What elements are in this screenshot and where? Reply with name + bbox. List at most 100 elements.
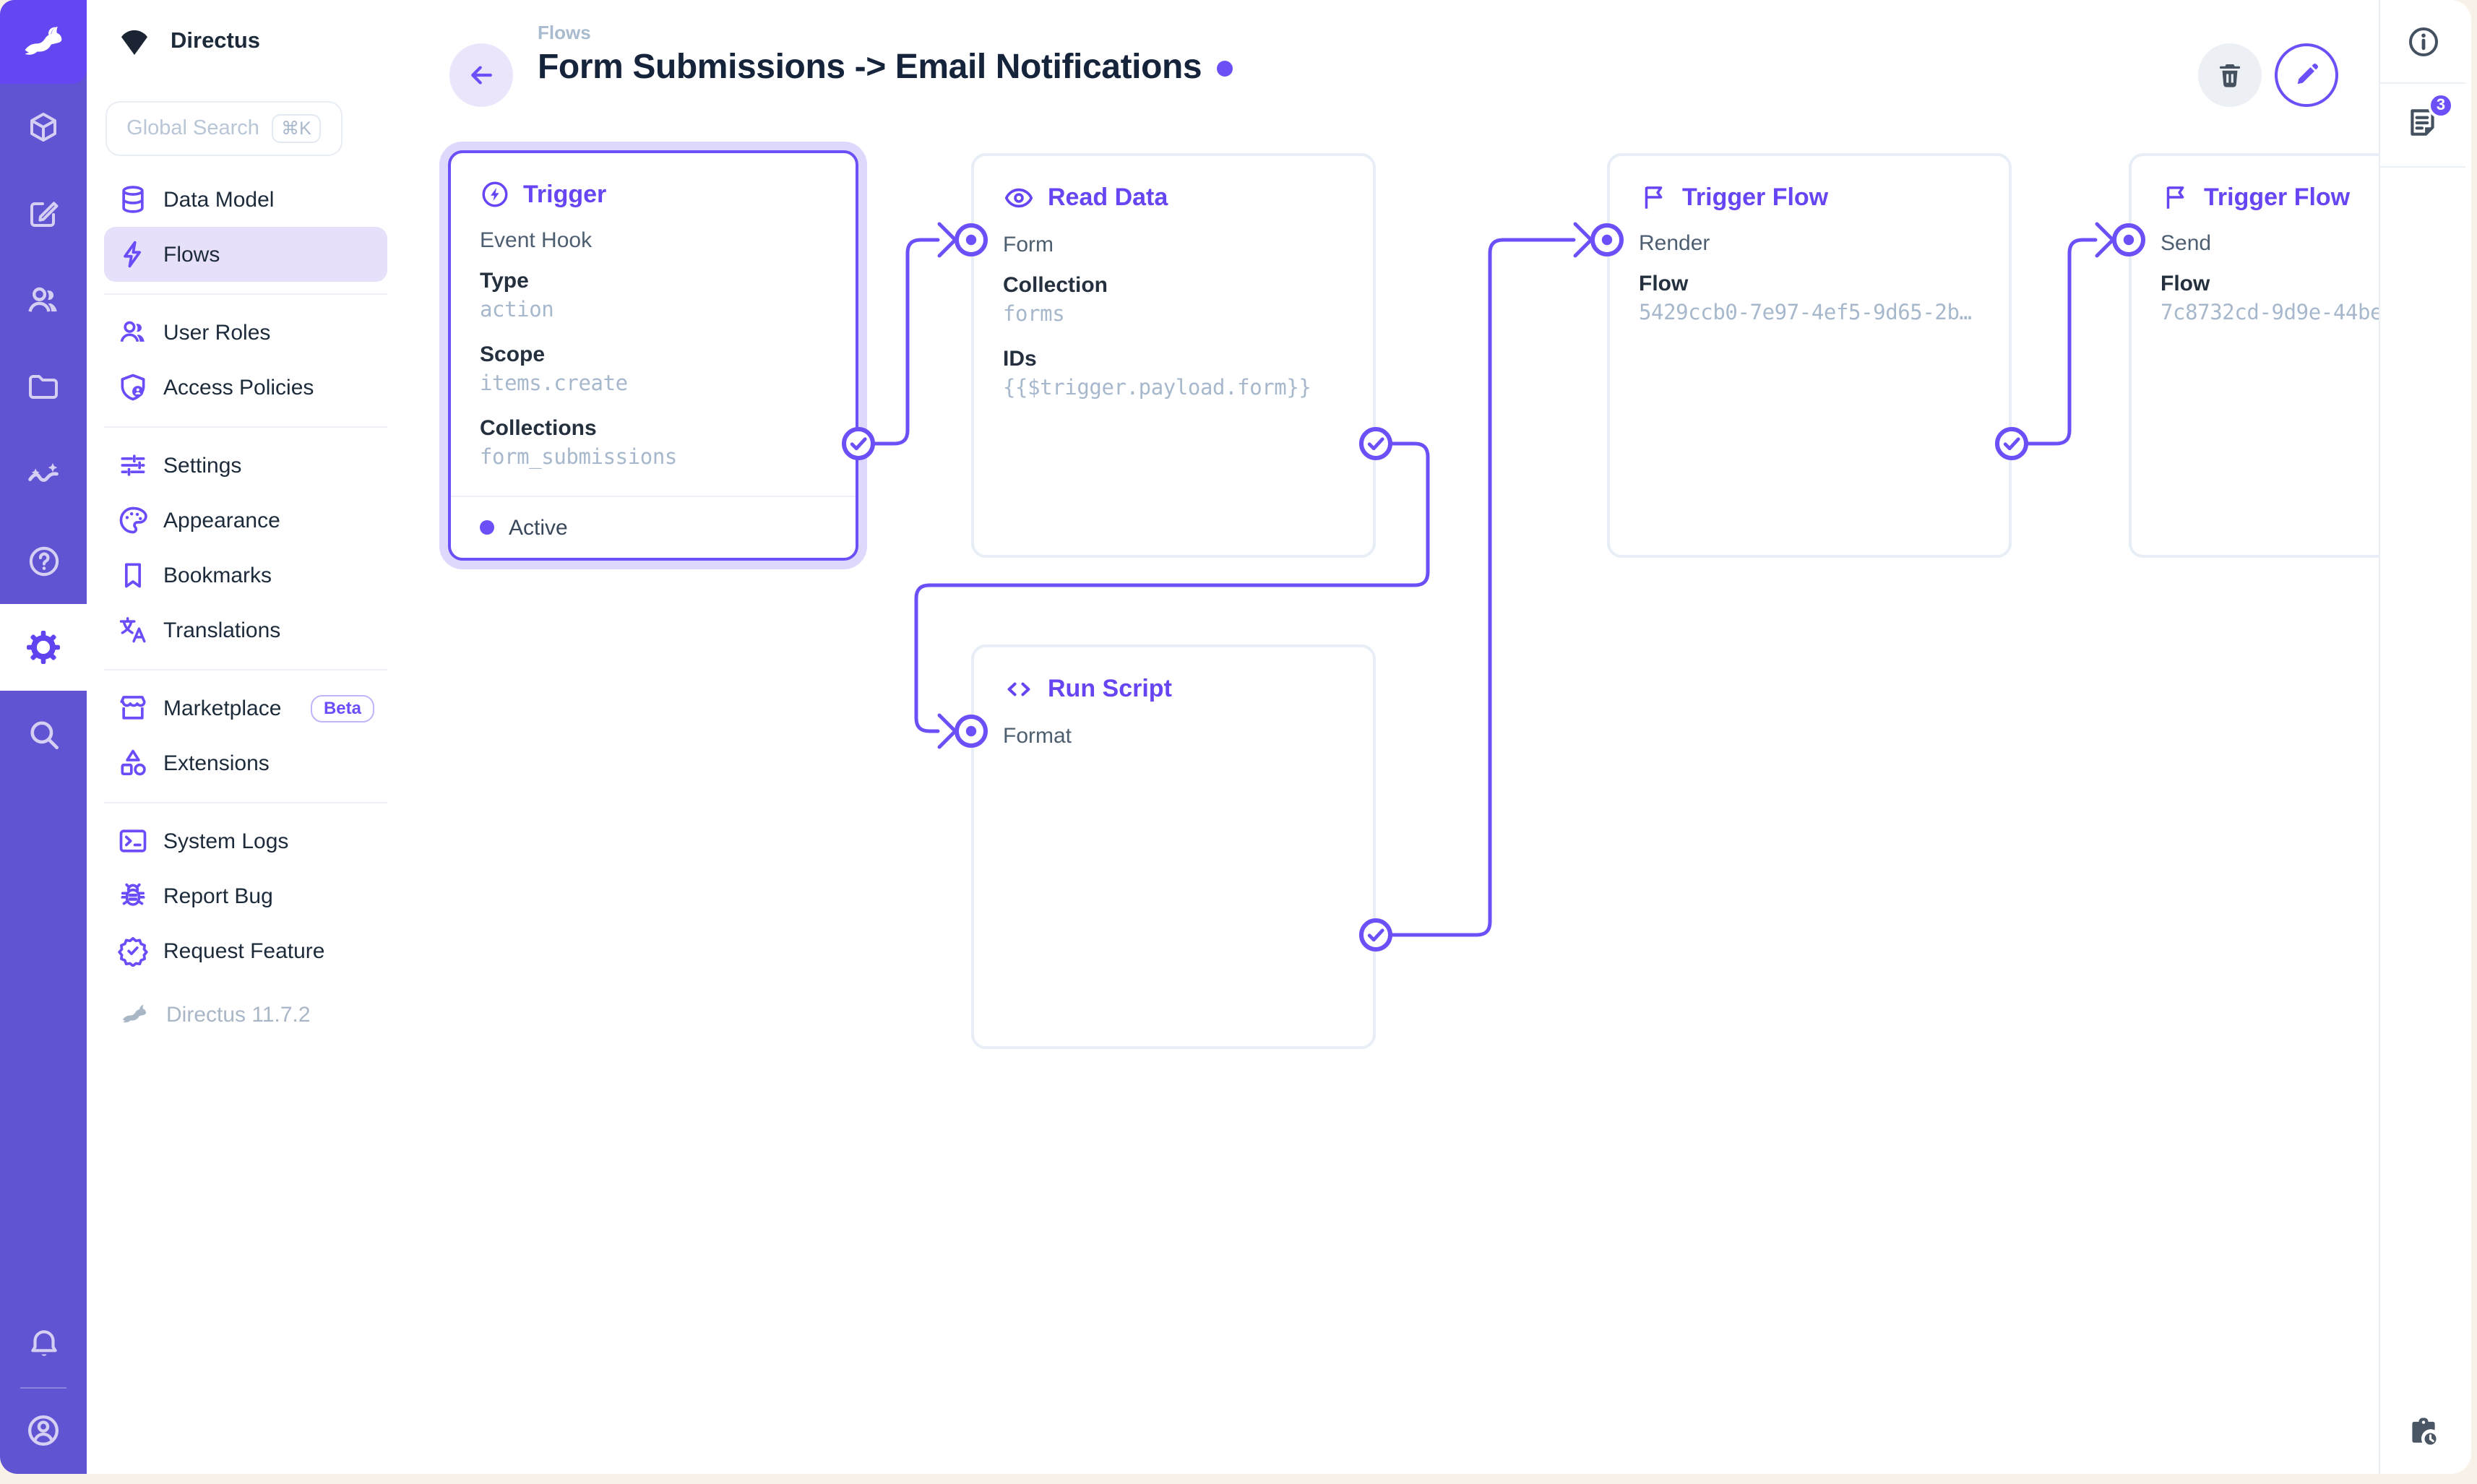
sidebar-item-report-bug[interactable]: Report Bug [104,868,387,923]
notifications-badge: 3 [2428,92,2454,118]
edit-flow-button[interactable] [2275,43,2338,107]
module-insights[interactable] [0,431,87,517]
active-status-dot [480,520,494,535]
module-settings[interactable] [0,604,87,691]
sidebar-divider [104,790,387,814]
panel-field: Flow 5429ccb0-7e97-4ef5-9d65-2b… [1639,272,1972,325]
revisions-button[interactable]: 3 [2380,84,2465,168]
sidebar-item-user-roles[interactable]: User Roles [104,305,387,360]
pending-tasks-button[interactable] [2380,1390,2465,1474]
sidebar-item-appearance[interactable]: Appearance [104,493,387,548]
operation-name: Event Hook [480,228,593,253]
tune-icon [121,454,145,476]
panel-field: Scope items.create [480,342,628,396]
page-title: Form Submissions -> Email Notifications [538,48,1202,87]
sidebar-item-settings[interactable]: Settings [104,438,387,493]
panel-field: Type action [480,269,554,322]
panel-read-data-title: Read Data [1003,182,1344,214]
status-row: Active [451,496,856,558]
notifications-bell-button[interactable] [0,1300,87,1387]
search-shortcut-chip: ⌘K [271,114,322,143]
connection-trigger-to-read-data [856,238,940,446]
category-icon [121,749,146,776]
project-header[interactable]: Directus [87,0,405,84]
sidebar-item-flows[interactable]: Flows [104,227,387,282]
panel-field: Collection forms [1003,273,1108,327]
module-help[interactable] [0,517,87,604]
delete-flow-button[interactable] [2198,43,2262,107]
right-rail: 3 [2379,0,2465,1474]
flow-canvas[interactable]: Flows Form Submissions -> Email Notifica… [405,0,2385,1474]
info-icon [2408,27,2437,56]
search-input[interactable] [126,117,260,140]
module-bar-divider [20,1387,66,1389]
module-users[interactable] [0,257,87,344]
search-icon [30,720,59,749]
info-button[interactable] [2380,0,2465,84]
translate-icon [119,617,146,643]
directus-logo-block[interactable] [0,0,87,84]
sidebar-item-translations[interactable]: Translations [104,603,387,657]
panel-run-script[interactable]: Run Script Format [971,644,1376,1049]
code-icon [1007,682,1030,696]
panel-trigger-flow-send[interactable]: Trigger Flow Send Flow 7c8732cd-9d9e-44b… [2129,153,2385,558]
sidebar-divider [104,415,387,438]
shield-user-icon [121,374,145,401]
bookmark-icon [125,563,141,588]
module-bar [0,0,87,1474]
sidebar-item-extensions[interactable]: Extensions [104,735,387,790]
panel-trigger-title: Trigger [480,179,827,210]
people-icon [120,321,145,342]
database-icon [122,186,144,213]
arrow-left-icon [471,66,492,85]
panel-field: Collections form_submissions [480,416,677,470]
operation-name: Send [2161,231,2212,256]
sidebar-item-marketplace[interactable]: Marketplace Beta [104,681,387,735]
bell-icon [30,1329,56,1355]
sidebar-item-data-model[interactable]: Data Model [104,172,387,227]
folder-icon [29,375,58,399]
panel-trigger-flow-send-title: Trigger Flow [2161,182,2385,212]
beta-badge: Beta [310,694,374,722]
connection-run-script-to-trigger-flow-render [1374,238,1576,937]
global-search[interactable]: ⌘K [105,101,343,156]
terminal-icon [119,829,147,853]
account-circle-icon [27,1415,59,1446]
sidebar-nav: Data Model Flows User Roles [87,172,405,1042]
panel-field: IDs {{$trigger.payload.form}} [1003,347,1311,400]
flow-color-dot [1216,60,1233,76]
operation-name: Format [1003,724,1072,749]
module-content[interactable] [0,84,87,171]
module-files[interactable] [0,344,87,431]
sidebar-item-bookmarks[interactable]: Bookmarks [104,548,387,603]
storefront-icon [120,696,146,720]
sidebar-item-system-logs[interactable]: System Logs [104,814,387,868]
clipboard-clock-icon [2411,1418,2438,1447]
flag-icon [1645,186,1663,209]
user-menu-button[interactable] [0,1387,87,1474]
bolt-circle-icon [482,181,508,207]
edit-square-icon [30,202,59,227]
sidebar-item-access-policies[interactable]: Access Policies [104,360,387,415]
back-button[interactable] [449,43,513,107]
sidebar-item-request-feature[interactable]: Request Feature [104,923,387,978]
panel-read-data[interactable]: Read Data Form Collection forms IDs {{$t… [971,153,1376,558]
panel-trigger-flow-render[interactable]: Trigger Flow Render Flow 5429ccb0-7e97-4… [1607,153,2012,558]
project-name: Directus [171,29,261,53]
version-label: Directus 11.7.2 [166,1002,311,1027]
cube-icon [30,113,56,142]
verified-badge-icon [118,936,148,967]
module-editor[interactable] [0,171,87,257]
panel-run-script-title: Run Script [1003,673,1344,705]
title-row: Form Submissions -> Email Notifications [538,48,1233,88]
sidebar: Directus ⌘K Data Model Flows [87,0,405,1474]
panel-trigger[interactable]: Trigger Event Hook Type action Scope ite… [448,150,858,561]
eye-icon [1004,188,1033,208]
operation-name: Form [1003,233,1054,257]
bolt-icon [124,241,141,268]
module-search[interactable] [0,691,87,777]
breadcrumb[interactable]: Flows [538,22,591,43]
sidebar-divider [104,657,387,681]
